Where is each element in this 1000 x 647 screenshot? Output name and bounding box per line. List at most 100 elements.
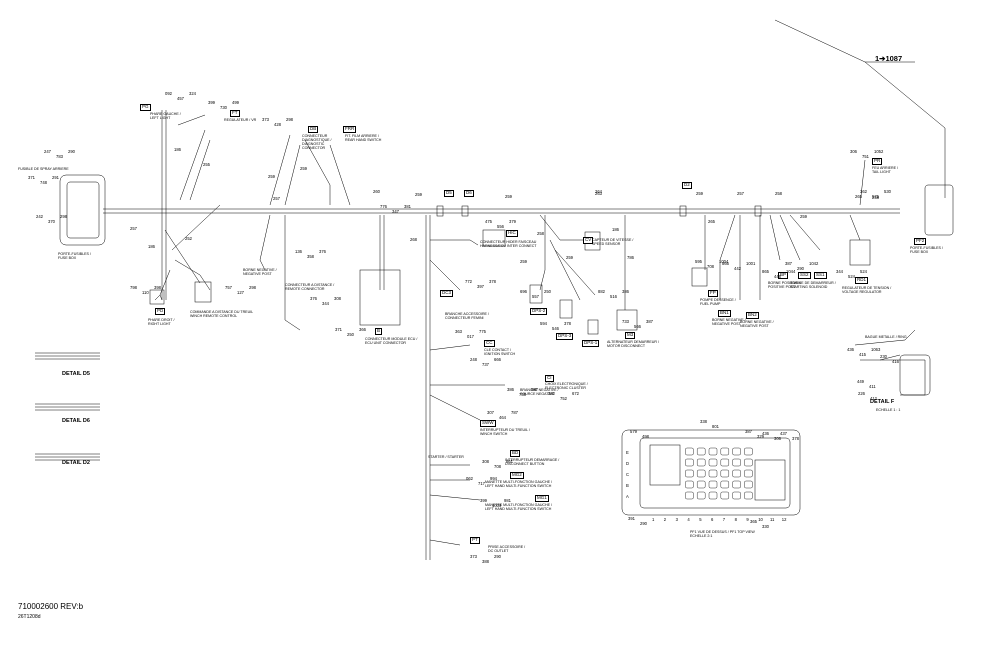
fuse-col-label: 5 bbox=[699, 517, 702, 522]
wire-number: 260 bbox=[373, 189, 380, 194]
detail-d6-lines bbox=[35, 403, 100, 411]
desc-ci: CHOIX ELECTRONIQUE / ELECTRONIC CLUSTER bbox=[545, 382, 588, 391]
fuse-slot bbox=[732, 447, 741, 456]
part-code: 250 bbox=[544, 289, 551, 294]
part-code: 250 bbox=[347, 332, 354, 337]
part-code: 498 bbox=[642, 434, 649, 439]
wire-number: 257 bbox=[273, 196, 280, 201]
winch-remote bbox=[194, 281, 212, 303]
fuse-slot bbox=[685, 469, 694, 478]
desc-cc: CLE CONTACT / IGNITION SWITCH bbox=[484, 348, 516, 357]
part-code: 344 bbox=[322, 301, 329, 306]
part-code: 748 bbox=[40, 180, 47, 185]
part-code: 298 bbox=[249, 285, 256, 290]
part-code: 371 bbox=[335, 327, 342, 332]
part-code: 499 bbox=[232, 100, 239, 105]
part-code: 1052 bbox=[874, 149, 884, 154]
connector-d5: D5 bbox=[444, 190, 454, 197]
part-code: 371 bbox=[28, 175, 35, 180]
part-code: 370 bbox=[48, 219, 55, 224]
part-code: 557 bbox=[532, 294, 539, 299]
part-code: 446 bbox=[774, 274, 781, 279]
connector-d6: D6 bbox=[464, 190, 474, 197]
desc-fp: POMPE DESSENCE / FUEL PUMP bbox=[700, 298, 736, 307]
part-code: 696 bbox=[520, 289, 527, 294]
connector-fp: FP bbox=[708, 290, 718, 297]
wire-number: 258 bbox=[775, 191, 782, 196]
part-code: 416 bbox=[892, 359, 899, 364]
part-code: 373 bbox=[262, 117, 269, 122]
part-code: 594 bbox=[540, 321, 547, 326]
part-code: 579 bbox=[630, 429, 637, 434]
main-trunk bbox=[103, 208, 900, 214]
wire-number: 259 bbox=[268, 174, 275, 179]
pd-connector bbox=[149, 289, 165, 305]
part-code: 110 bbox=[142, 290, 149, 295]
connector-ci: CI bbox=[545, 375, 554, 382]
part-code: 464 bbox=[499, 415, 506, 420]
desc-ft: REGULATEUR / VR bbox=[224, 118, 257, 122]
connector-hic: HIC bbox=[506, 230, 518, 237]
part-code: 866 bbox=[722, 261, 729, 266]
fusebox-view-outer bbox=[621, 429, 801, 516]
part-code: 411 bbox=[869, 384, 876, 389]
part-code: 329 bbox=[757, 434, 764, 439]
fuse-slot bbox=[744, 458, 753, 467]
connector-sww: SWW bbox=[480, 420, 496, 427]
part-code: 457 bbox=[177, 96, 184, 101]
connector-pg: PG bbox=[140, 104, 151, 111]
part-code: 1042 bbox=[809, 261, 819, 266]
part-code: 1004 bbox=[719, 259, 729, 264]
part-code: 887 bbox=[531, 387, 538, 392]
part-code: 382 bbox=[548, 391, 555, 396]
fusebox-left-inner bbox=[66, 181, 100, 239]
part-code: 092 bbox=[165, 91, 172, 96]
connector-frr: FRR bbox=[343, 126, 357, 133]
part-code: 1063 bbox=[871, 347, 881, 352]
part-code: 981 bbox=[504, 498, 511, 503]
desc-pd: PHARE DROIT / RIGHT LIGHT bbox=[148, 318, 175, 327]
detail-f-scale: ECHELLE 1 : 1 bbox=[876, 408, 901, 412]
part-code: 399 bbox=[480, 498, 487, 503]
wire-number: 259 bbox=[520, 259, 527, 264]
part-code: 428 bbox=[274, 122, 281, 127]
fuse-slot bbox=[697, 491, 706, 500]
connector-dc3: DC3 bbox=[440, 290, 454, 297]
part-code: 737 bbox=[482, 362, 489, 367]
part-code: 994 bbox=[490, 476, 497, 481]
detail-d2-lines bbox=[35, 453, 100, 461]
part-code: 1001 bbox=[746, 261, 756, 266]
fusebox-right-body bbox=[924, 184, 954, 236]
d6-mark bbox=[461, 205, 469, 217]
part-code: 775 bbox=[479, 329, 486, 334]
connector-ft: FT bbox=[230, 110, 240, 117]
detail-f-drawing bbox=[854, 329, 926, 396]
part-code: 708 bbox=[707, 264, 714, 269]
fuse-col-label: 4 bbox=[687, 517, 690, 522]
part-code: 738 bbox=[519, 392, 526, 397]
part-code: 358 bbox=[307, 254, 314, 259]
fuse-grid bbox=[685, 447, 753, 500]
fuse-row-label: C bbox=[626, 472, 630, 477]
part-code: 017 bbox=[467, 334, 474, 339]
part-code: 566 bbox=[634, 324, 641, 329]
fuse-slot bbox=[720, 447, 729, 456]
desc-pt: PRISE ACCESSOIRE / DC OUTLET bbox=[488, 545, 526, 554]
fuse-slot bbox=[744, 447, 753, 456]
part-code: 381 bbox=[404, 204, 411, 209]
fuse-row-label: E bbox=[626, 450, 629, 455]
ecu-connector bbox=[359, 269, 401, 326]
part-code: 776 bbox=[380, 204, 387, 209]
wire-number: 257 bbox=[737, 191, 744, 196]
wire-number: 259 bbox=[800, 214, 807, 219]
part-code: 787 bbox=[511, 410, 518, 415]
fuse-slot bbox=[744, 480, 753, 489]
desc-cv: CAPTEUR DE VITESSE / SPEED SENSOR bbox=[592, 238, 634, 247]
part-code: 378 bbox=[489, 279, 496, 284]
fuse-slot bbox=[732, 469, 741, 478]
part-code: 062 bbox=[466, 476, 473, 481]
desc-fusebox-left: PORTE-FUSIBLES / FUSE BOX bbox=[58, 252, 91, 261]
part-code: 386 bbox=[622, 289, 629, 294]
part-code: 290 bbox=[640, 521, 647, 526]
connector-dps1: DPS-1 bbox=[582, 340, 600, 347]
